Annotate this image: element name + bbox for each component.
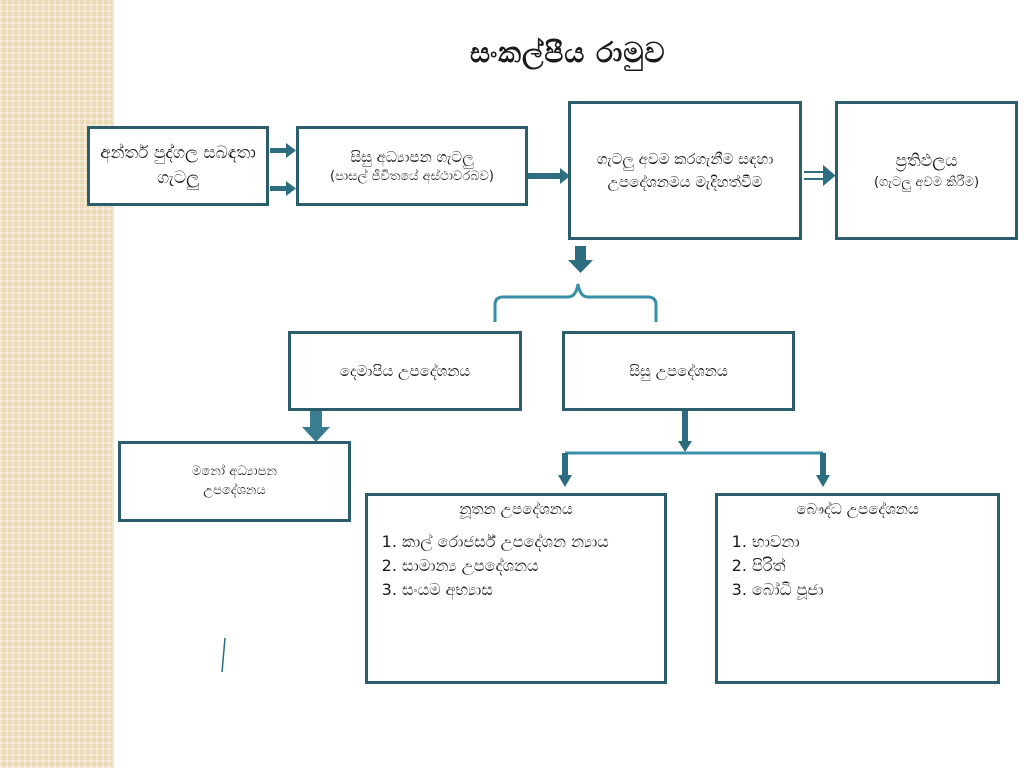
page-title: සංකල්පීය රාමුව xyxy=(470,36,666,69)
student-counselling-text: සිසු උපදේශනය xyxy=(629,361,728,380)
buddhist-counselling-box: බෞද්ධ උපදේශනය භාවනා පිරිත් බෝධි පූජා xyxy=(715,493,1000,684)
counselling-box: ගැටලු අවම කරගැනීම සඳහා උපදේශනමය මැදිහත්ව… xyxy=(568,101,802,240)
list-item: බෝධි පූජා xyxy=(752,578,823,602)
list-item: කාල් රොජර්ස් උපදේශන න්‍යාය xyxy=(402,530,609,554)
arrow-counselling-down xyxy=(568,246,593,273)
list-item: පිරිත් xyxy=(752,554,823,578)
result-box: ප්‍රතිඵලය (ගැටලු අවම කිරීම) xyxy=(835,101,1018,240)
stray-mark xyxy=(221,637,226,673)
arrow-parent-to-psych xyxy=(302,411,330,442)
student-problems-title: සිසු අධ්‍යාපන ගැටලු xyxy=(350,147,474,166)
arrow-branch-right xyxy=(816,453,830,487)
list-item: සංයම අභ්‍යාස xyxy=(402,578,609,602)
modern-counselling-heading: නූතන උපදේශනය xyxy=(459,500,573,518)
arrow-student-to-counselling xyxy=(526,168,570,184)
arrow-branch-left xyxy=(558,453,572,487)
arrow-inner-to-student-bottom xyxy=(270,181,296,196)
psych-counselling-text: මනෝ අධ්‍යාපන උපදේශනය xyxy=(192,464,277,498)
parent-counselling-text: දෙමාපිය උපදේශනය xyxy=(339,361,471,380)
buddhist-counselling-heading: බෞද්ධ උපදේශනය xyxy=(796,500,919,518)
psych-counselling-box: මනෝ අධ්‍යාපන උපදේශනය xyxy=(118,441,351,522)
list-item: භාවනා xyxy=(752,530,823,554)
counselling-text: ගැටලු අවම කරගැනීම සඳහා උපදේශනමය මැදිහත්ව… xyxy=(596,150,774,191)
student-problems-sub: (පාසල් ජීවිතයේ අස්ථාවරබව) xyxy=(330,169,494,185)
arrow-inner-to-student-top xyxy=(270,143,296,158)
inner-problems-text: අන්තර් පුද්ගල සබඳතා ගැටලු xyxy=(100,142,256,189)
student-problems-box: සිසු අධ්‍යාපන ගැටලු (පාසල් ජීවිතයේ අස්ථා… xyxy=(296,126,528,206)
inner-problems-box: අන්තර් පුද්ගල සබඳතා ගැටලු xyxy=(87,126,269,206)
modern-counselling-list: කාල් රොජර්ස් උපදේශන න්‍යාය සාමාන්‍ය උපදේ… xyxy=(378,530,609,602)
modern-counselling-box: නූතන උපදේශනය කාල් රොජර්ස් උපදේශන න්‍යාය … xyxy=(365,493,667,684)
result-sub: (ගැටලු අවම කිරීම) xyxy=(873,175,980,191)
parent-counselling-box: දෙමාපිය උපදේශනය xyxy=(288,331,522,411)
split-bracket xyxy=(493,283,658,322)
list-item: සාමාන්‍ය උපදේශනය xyxy=(402,554,609,578)
arrow-student-branch xyxy=(678,411,692,452)
arrow-counselling-to-result xyxy=(804,164,836,187)
result-title: ප්‍රතිඵලය xyxy=(895,150,958,171)
student-counselling-box: සිසු උපදේශනය xyxy=(562,331,795,411)
buddhist-counselling-list: භාවනා පිරිත් බෝධි පූජා xyxy=(728,530,823,602)
